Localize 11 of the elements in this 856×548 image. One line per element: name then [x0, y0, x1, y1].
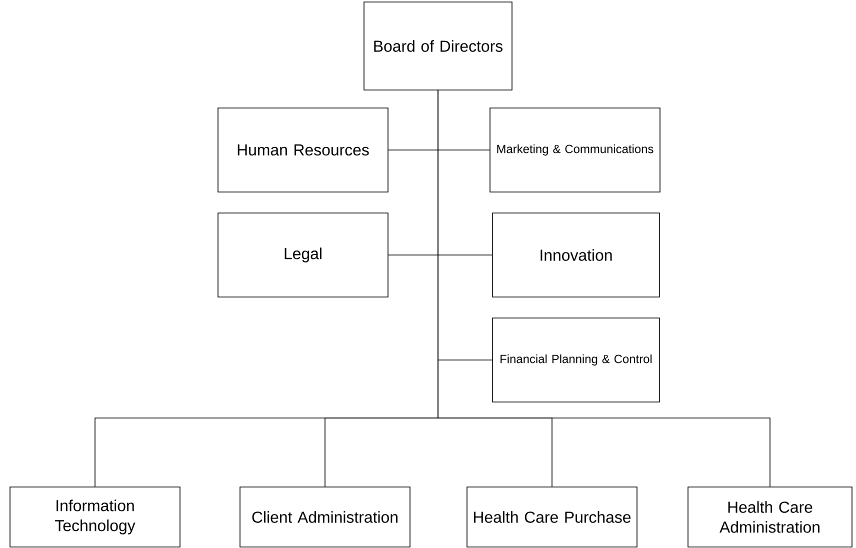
org-box: Legal — [218, 212, 388, 298]
org-box: Health Care Purchase — [466, 486, 638, 548]
org-box: Human Resources — [218, 108, 388, 192]
org-box: Financial Planning & Control — [492, 318, 660, 402]
org-box: Innovation — [492, 212, 660, 298]
org-box: Client Administration — [240, 486, 410, 548]
org-box: Health Care Administration — [688, 486, 852, 548]
connector-line — [438, 90, 770, 487]
org-box: Information Technology — [10, 486, 180, 548]
org-box: Marketing & Communications — [490, 108, 660, 192]
org-box: Board of Directors — [364, 2, 512, 90]
